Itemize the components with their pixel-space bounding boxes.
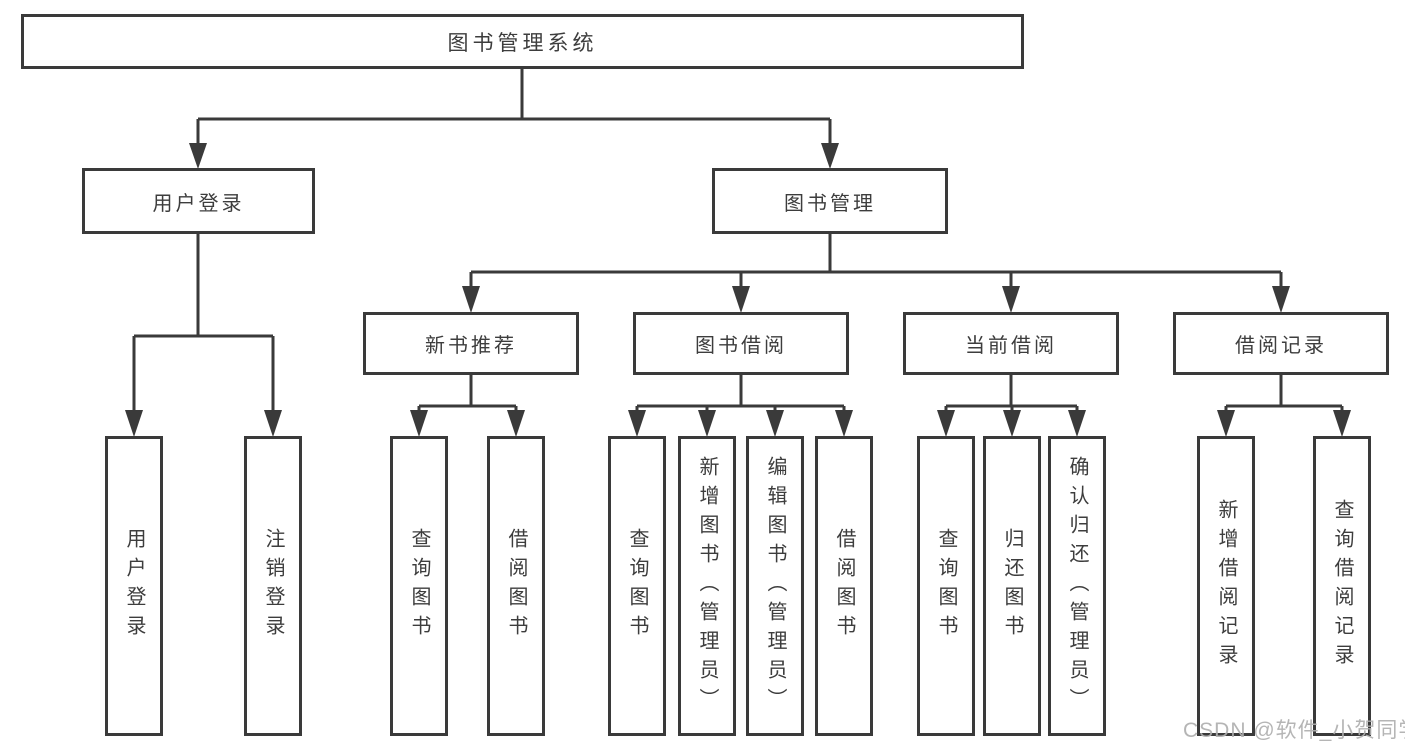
leaf-rec-borrow-books: 借阅图书: [487, 436, 545, 736]
arrowhead: [766, 410, 784, 437]
node-book-borrow: 图书借阅: [633, 312, 849, 375]
arrowhead: [628, 410, 646, 437]
csdn-watermark: CSDN @软件_小贺同学: [1183, 719, 1405, 742]
arrowhead: [1003, 410, 1021, 437]
leaf-cb-confirm-return-admin: 确认归还（管理员）: [1048, 436, 1106, 736]
node-new-book-recommend: 新书推荐: [363, 312, 579, 375]
edge-current-borrow-children: [944, 375, 1079, 411]
arrowhead: [189, 143, 207, 169]
edge-root-children: [196, 69, 832, 145]
arrowhead: [507, 410, 525, 437]
arrowhead: [1002, 286, 1020, 313]
node-user-login: 用户登录: [82, 168, 315, 234]
node-current-borrow: 当前借阅: [903, 312, 1119, 375]
edge-new-book-rec-children: [417, 375, 518, 411]
edge-book-mgmt-children: [469, 234, 1283, 287]
edge-book-borrow-children: [635, 375, 846, 411]
arrowhead: [1333, 410, 1351, 437]
leaf-bb-add-books-admin: 新增图书（管理员）: [678, 436, 736, 736]
node-book-management: 图书管理: [712, 168, 948, 234]
node-borrow-records: 借阅记录: [1173, 312, 1389, 375]
leaf-bb-edit-books-admin: 编辑图书（管理员）: [746, 436, 804, 736]
edge-user-login-children: [132, 234, 275, 411]
arrowhead: [732, 286, 750, 313]
arrowhead: [937, 410, 955, 437]
node-root-system: 图书管理系统: [21, 14, 1024, 69]
leaf-cb-return-books: 归还图书: [983, 436, 1041, 736]
edge-borrow-records-children: [1224, 375, 1344, 411]
leaf-bb-query-books: 查询图书: [608, 436, 666, 736]
leaf-rec-query-books: 查询图书: [390, 436, 448, 736]
leaf-bb-borrow-books: 借阅图书: [815, 436, 873, 736]
arrowhead: [698, 410, 716, 437]
arrowhead: [835, 410, 853, 437]
arrowhead: [1068, 410, 1086, 437]
arrowhead: [821, 143, 839, 169]
arrowhead: [125, 410, 143, 437]
arrowhead: [1272, 286, 1290, 313]
leaf-user-login: 用户登录: [105, 436, 163, 736]
arrowhead: [264, 410, 282, 437]
leaf-br-add-record: 新增借阅记录: [1197, 436, 1255, 736]
leaf-logout: 注销登录: [244, 436, 302, 736]
leaf-br-query-record: 查询借阅记录: [1313, 436, 1371, 736]
arrowhead: [410, 410, 428, 437]
arrowhead: [1217, 410, 1235, 437]
arrowhead: [462, 286, 480, 313]
leaf-cb-query-books: 查询图书: [917, 436, 975, 736]
